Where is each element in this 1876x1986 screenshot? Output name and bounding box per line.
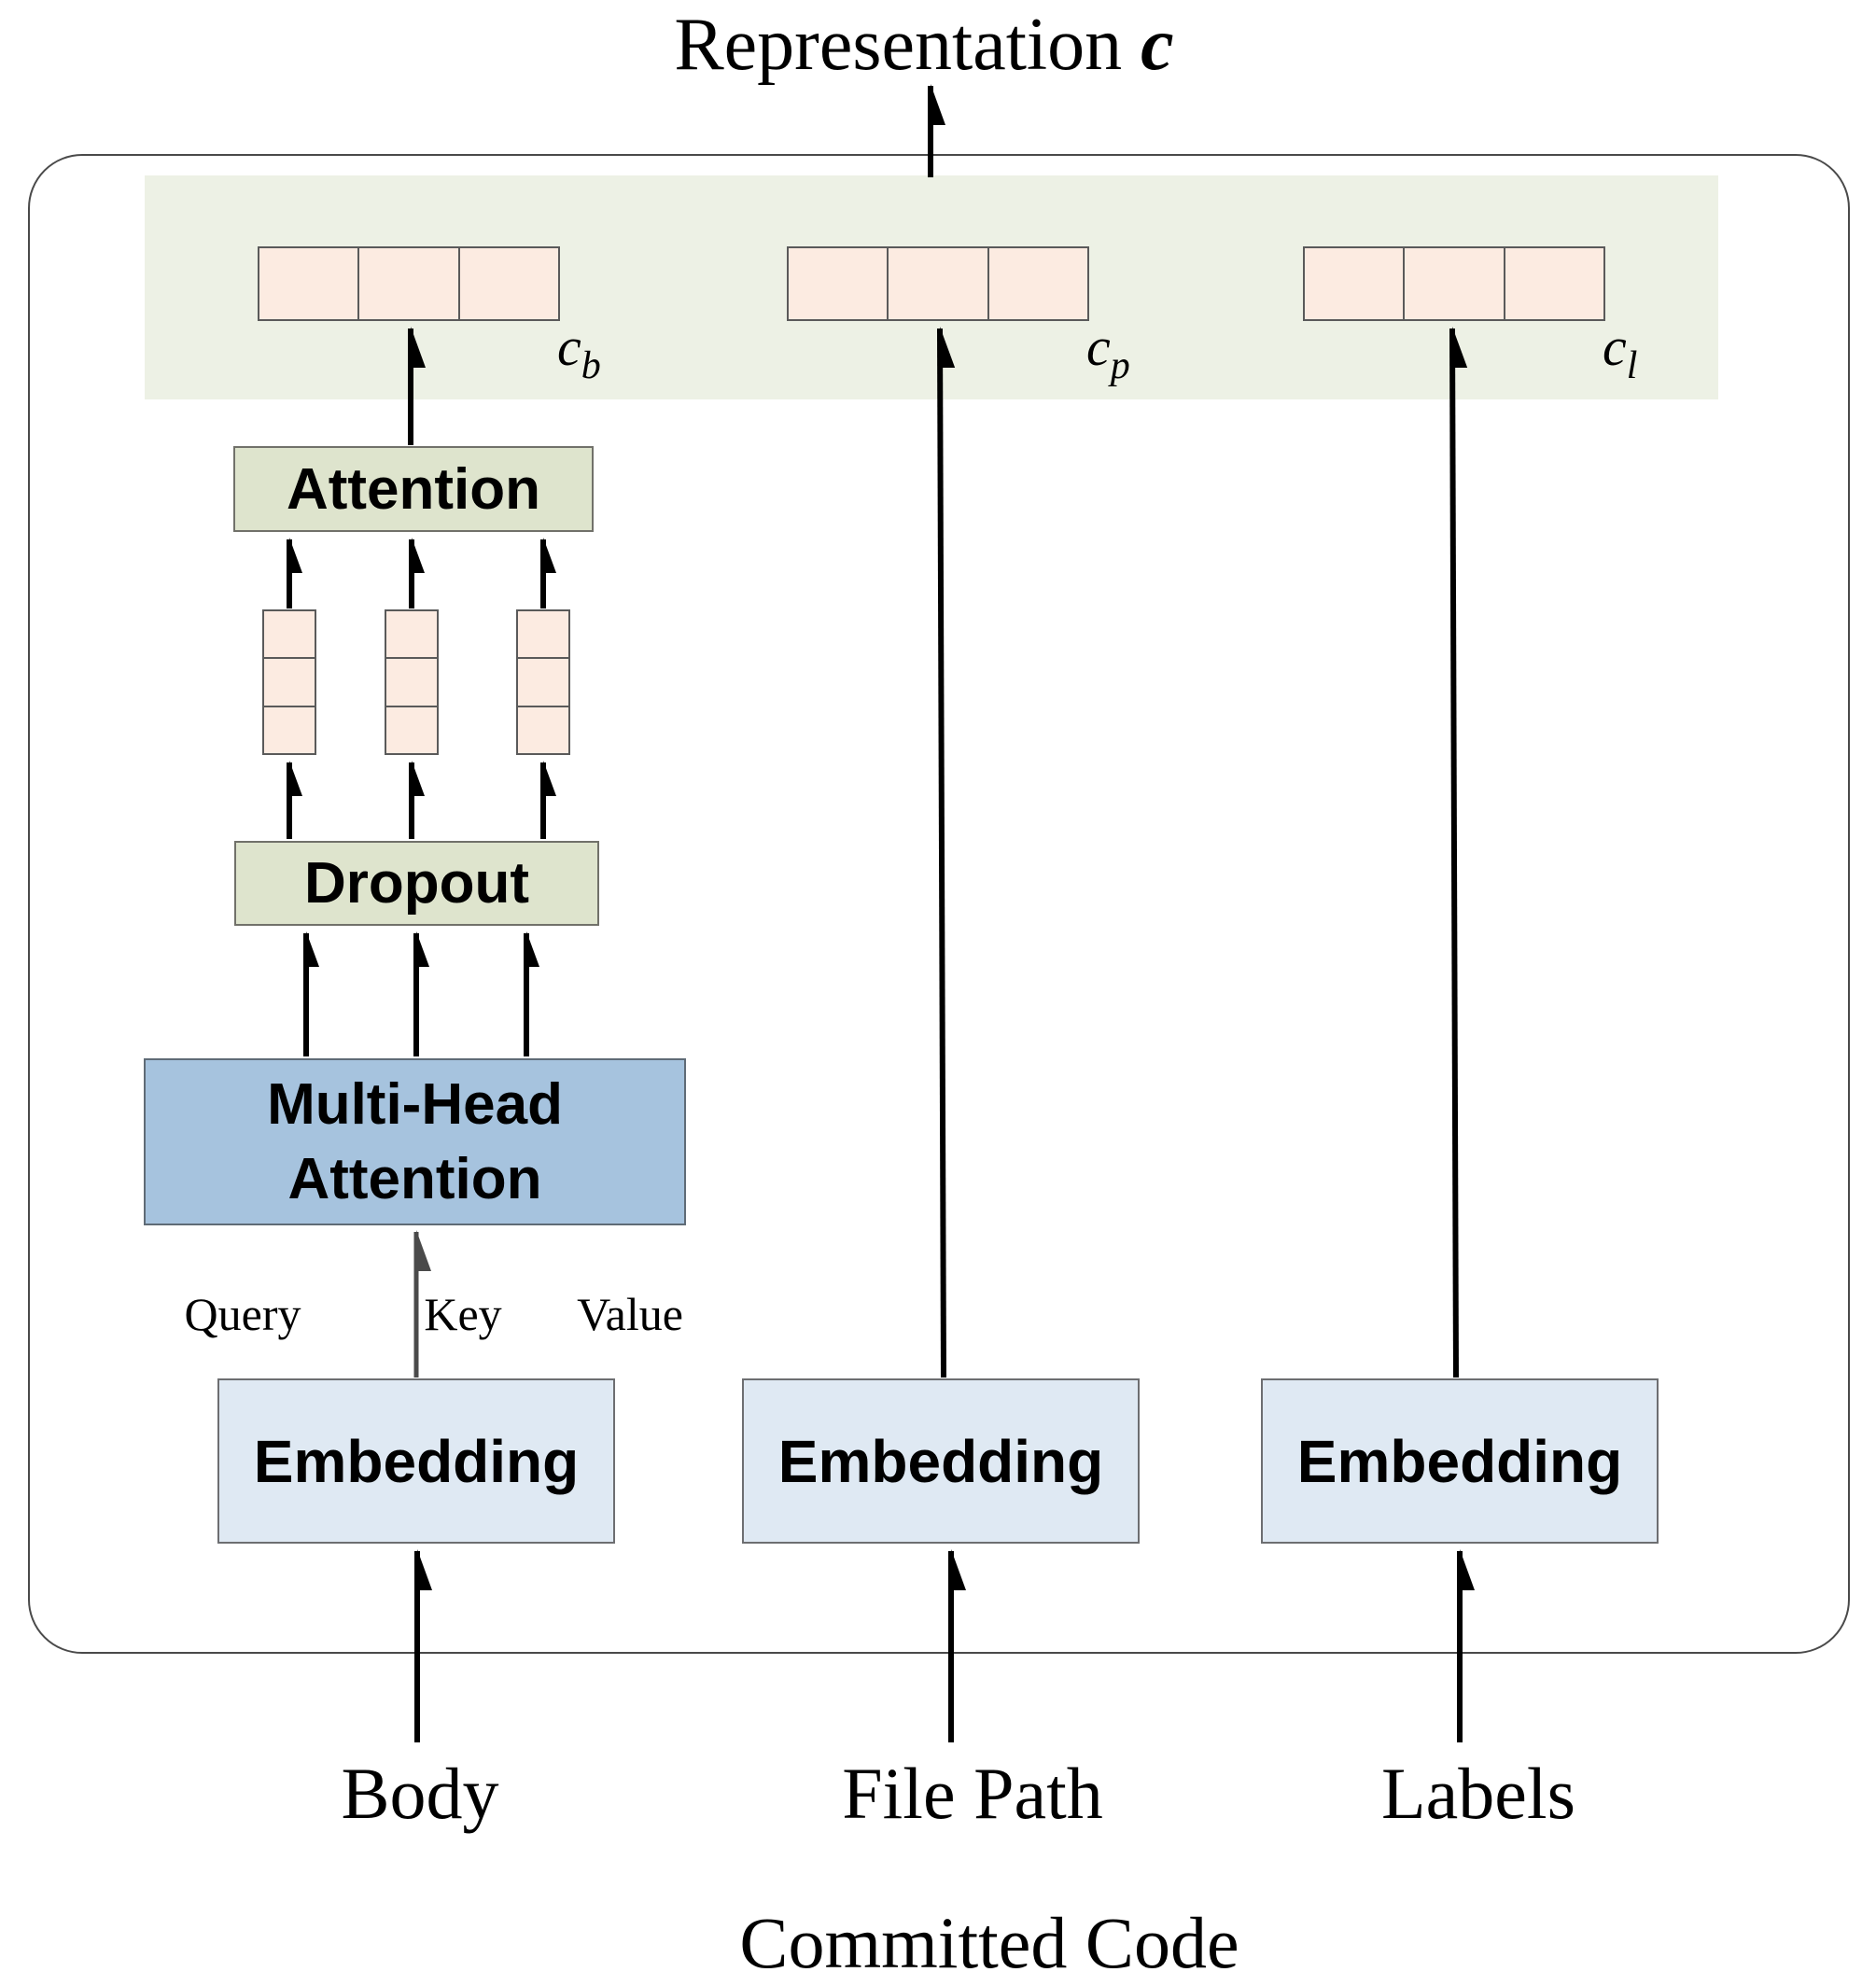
input-label-labels: Labels [1381,1753,1575,1834]
vector-block-cl [1303,246,1605,321]
vector-label-cp: cp [1086,320,1130,386]
embedding-label: Embedding [777,1427,1104,1495]
embedding-box-labels: Embedding [1261,1378,1659,1544]
vector-cell [887,248,987,319]
vector-label-base: c [1603,316,1627,377]
embedding-box-body: Embedding [217,1378,615,1544]
vector-label-sub: p [1110,344,1130,387]
vector-cell [518,611,568,657]
vector-cell [1503,248,1603,319]
title-text: Representation [674,4,1123,86]
query-label: Query [184,1288,301,1340]
vector-cell [259,248,357,319]
vector-block-cb [258,246,560,321]
multi-head-attention-box: Multi-Head Attention [144,1058,686,1225]
vector-cell [518,657,568,705]
value-label: Value [577,1288,683,1340]
key-label: Key [424,1288,502,1340]
dropout-label: Dropout [303,851,530,916]
vector-label-base: c [557,316,581,377]
embedding-label: Embedding [253,1427,580,1495]
title-symbol: c [1141,4,1174,86]
head-vector-stack-3 [516,609,570,755]
vector-label-sub: b [581,344,601,387]
diagram-title: Representation c [411,2,1437,91]
vector-cell [789,248,887,319]
caption-committed-code: Committed Code [739,1902,1239,1983]
vector-label-sub: l [1626,344,1638,387]
vector-label-base: c [1086,316,1111,377]
vector-cell [1305,248,1403,319]
vector-label-cb: cb [557,320,601,386]
vector-cell [518,705,568,753]
vector-label-cl: cl [1603,320,1637,386]
embedding-box-file-path: Embedding [742,1378,1140,1544]
vector-cell [264,705,315,753]
vector-cell [264,657,315,705]
committed-code-container [28,154,1850,1654]
vector-cell [457,248,558,319]
vector-cell [357,248,457,319]
input-label-file-path: File Path [842,1753,1103,1834]
attention-label: Attention [286,456,541,522]
multi-head-attention-label: Multi-Head Attention [267,1071,563,1211]
vector-cell [987,248,1087,319]
attention-box: Attention [233,446,594,532]
vector-cell [386,705,437,753]
vector-block-cp [787,246,1089,321]
vector-cell [264,611,315,657]
head-vector-stack-2 [385,609,439,755]
input-label-body: Body [341,1753,499,1834]
vector-cell [386,611,437,657]
head-vector-stack-1 [262,609,316,755]
embedding-label: Embedding [1296,1427,1623,1495]
vector-cell [386,657,437,705]
dropout-box: Dropout [234,841,599,926]
vector-cell [1403,248,1503,319]
